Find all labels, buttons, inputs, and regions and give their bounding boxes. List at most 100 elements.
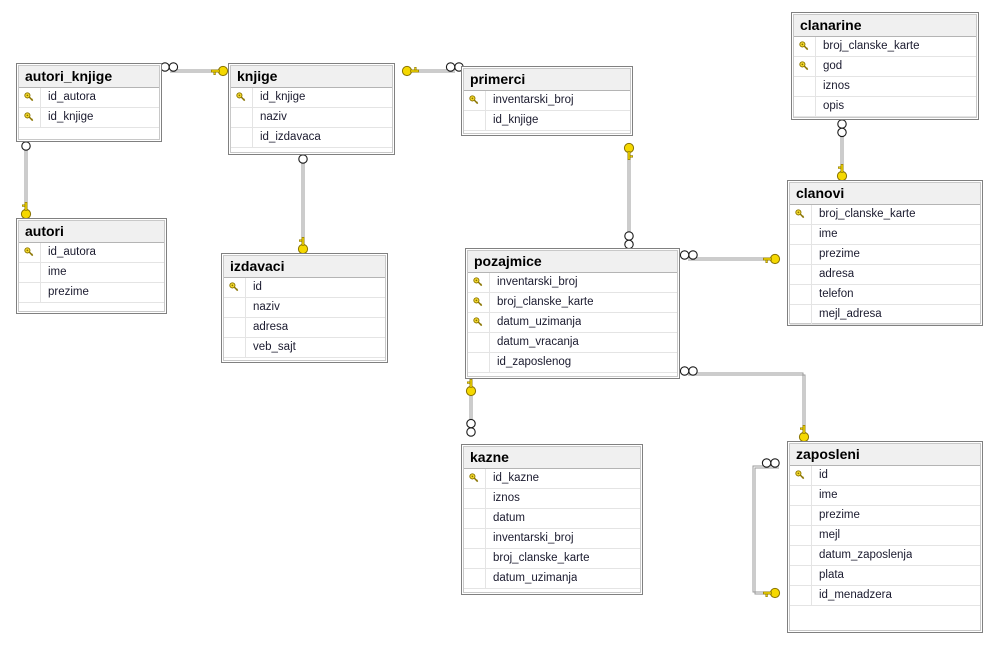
attribute-row[interactable]: id_autora [19, 88, 159, 108]
attribute-row[interactable]: broj_clanske_karte [794, 37, 976, 57]
attribute-name: naziv [253, 301, 280, 313]
attribute-row[interactable]: datum [464, 509, 640, 529]
primary-key-icon [19, 88, 41, 107]
attribute-row[interactable]: inventarski_broj [464, 529, 640, 549]
attribute-row[interactable]: inventarski_broj [464, 91, 630, 111]
attribute-row[interactable]: id_izdavaca [231, 128, 392, 148]
attribute-row[interactable]: id_kazne [464, 469, 640, 489]
attribute-key-slot [468, 333, 490, 352]
attribute-name: opis [823, 100, 845, 112]
attribute-name: ime [819, 228, 838, 240]
attribute-name: datum [493, 512, 525, 524]
attribute-row[interactable]: adresa [224, 318, 385, 338]
attribute-row[interactable]: id_knjige [231, 88, 392, 108]
attribute-name: datum_uzimanja [493, 572, 578, 584]
attribute-row[interactable]: broj_clanske_karte [464, 549, 640, 569]
attribute-row[interactable]: id_menadzera [790, 586, 980, 606]
attribute-row[interactable]: opis [794, 97, 976, 117]
attribute-key-slot [790, 285, 812, 304]
attribute-row[interactable]: datum_zaposlenja [790, 546, 980, 566]
entity-title: clanarine [794, 15, 976, 37]
attribute-row[interactable]: naziv [224, 298, 385, 318]
primary-key-icon [464, 469, 486, 488]
entity-title: zaposleni [790, 444, 980, 466]
attribute-row[interactable]: adresa [790, 265, 980, 285]
attribute-row[interactable]: naziv [231, 108, 392, 128]
attribute-key-slot [790, 245, 812, 264]
attribute-row[interactable]: id [790, 466, 980, 486]
attribute-key-slot [794, 97, 816, 116]
attribute-row[interactable]: ime [790, 486, 980, 506]
attribute-row[interactable]: ime [19, 263, 164, 283]
attribute-row[interactable]: datum_uzimanja [464, 569, 640, 589]
primary-key-icon [464, 91, 486, 110]
attribute-key-slot [790, 546, 812, 565]
attribute-row[interactable]: id_knjige [464, 111, 630, 131]
attribute-row[interactable]: mejl [790, 526, 980, 546]
entity-bottom-spacer [231, 148, 392, 158]
primary-key-icon [794, 37, 816, 56]
attribute-row[interactable]: broj_clanske_karte [790, 205, 980, 225]
entity-title: pozajmice [468, 251, 677, 273]
attribute-key-slot [464, 529, 486, 548]
attribute-row[interactable]: id [224, 278, 385, 298]
attribute-name: inventarski_broj [493, 532, 574, 544]
primary-key-icon [790, 205, 812, 224]
attribute-row[interactable]: prezime [790, 506, 980, 526]
attribute-row[interactable]: god [794, 57, 976, 77]
attribute-row[interactable]: plata [790, 566, 980, 586]
attribute-row[interactable]: iznos [794, 77, 976, 97]
attribute-row[interactable]: id_zaposlenog [468, 353, 677, 373]
entity-frame: pozajmice inventarski_broj broj_clanske_ka… [467, 250, 678, 377]
attribute-name: inventarski_broj [497, 276, 578, 288]
attribute-row[interactable]: inventarski_broj [468, 273, 677, 293]
attribute-row[interactable]: iznos [464, 489, 640, 509]
primary-key-icon [794, 57, 816, 76]
attribute-row[interactable]: id_knjige [19, 108, 159, 128]
entity-bottom-spacer [464, 589, 640, 599]
entity-title: primerci [464, 69, 630, 91]
attribute-row[interactable]: mejl_adresa [790, 305, 980, 325]
entity-pozajmice[interactable]: pozajmice inventarski_broj broj_clanske_ka… [465, 248, 680, 379]
entity-bottom-spacer [790, 325, 980, 335]
attribute-name: prezime [48, 286, 89, 298]
attribute-row[interactable]: id_autora [19, 243, 164, 263]
attribute-row[interactable]: ime [790, 225, 980, 245]
attribute-name: id [819, 469, 828, 481]
attribute-key-slot [224, 298, 246, 317]
primary-key-icon [231, 88, 253, 107]
attribute-key-slot [468, 353, 490, 372]
attribute-row[interactable]: prezime [790, 245, 980, 265]
attribute-key-slot [790, 586, 812, 605]
attribute-key-slot [790, 566, 812, 585]
primary-key-icon [790, 466, 812, 485]
entity-title: autori [19, 221, 164, 243]
attribute-name: iznos [823, 80, 850, 92]
primary-key-icon [468, 313, 490, 332]
attribute-row[interactable]: datum_uzimanja [468, 313, 677, 333]
attribute-name: mejl_adresa [819, 308, 882, 320]
attribute-row[interactable]: datum_vracanja [468, 333, 677, 353]
attribute-name: id_autora [48, 91, 96, 103]
entity-title: knjige [231, 66, 392, 88]
attribute-key-slot [231, 108, 253, 127]
attribute-row[interactable]: telefon [790, 285, 980, 305]
attribute-name: mejl [819, 529, 841, 541]
attribute-row[interactable]: veb_sajt [224, 338, 385, 358]
attribute-row[interactable]: prezime [19, 283, 164, 303]
attribute-row[interactable]: broj_clanske_karte [468, 293, 677, 313]
attribute-key-slot [224, 338, 246, 357]
